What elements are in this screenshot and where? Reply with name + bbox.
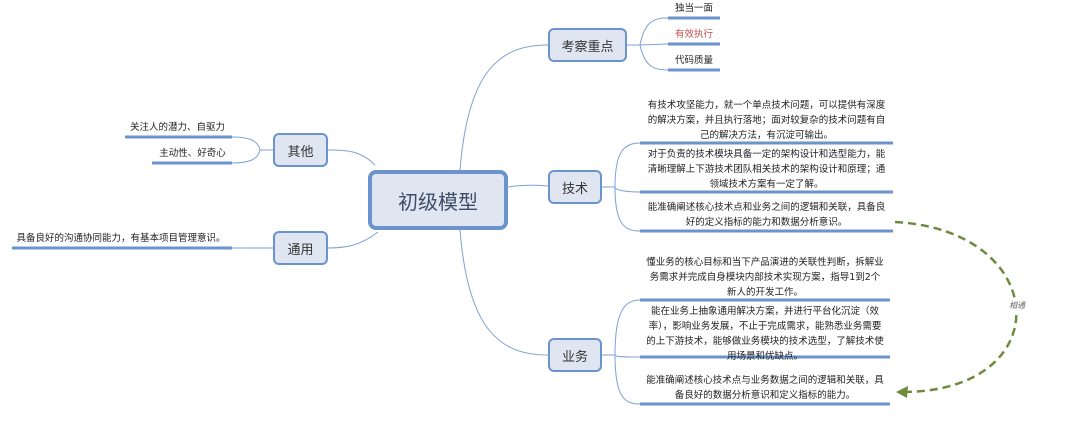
node-tech-label: 技术 [561,181,588,197]
node-general[interactable]: 通用 [273,231,328,265]
focus-item[interactable]: 代码质量 [674,55,713,66]
root-label: 初级模型 [398,189,478,214]
node-other[interactable]: 其他 [273,133,328,167]
focus-item[interactable]: 有效执行 [674,29,713,40]
general-item[interactable]: 具备良好的沟通协同能力，有基本项目管理意识。 [16,233,226,244]
node-focus[interactable]: 考察重点 [548,28,627,62]
node-business-label: 业务 [561,349,588,365]
node-general-label: 通用 [287,242,314,258]
node-business[interactable]: 业务 [548,338,602,372]
root-node[interactable]: 初级模型 [368,170,508,230]
node-other-label: 其他 [287,144,314,160]
tech-item[interactable]: 能准确阐述核心技术点和业务之间的逻辑和关联，具备良好的定义指标的能力和数据分析意… [647,202,886,228]
business-item[interactable]: 能在业务上抽象通用解决方案，并进行平台化沉淀（效率），影响业务发展，不止于完成需… [646,306,884,362]
node-focus-label: 考察重点 [561,39,614,55]
tech-item[interactable]: 有技术攻坚能力，就一个单点技术问题，可以提供有深度的解决方案，并且执行落地；面对… [647,100,886,141]
node-tech[interactable]: 技术 [548,170,602,204]
business-item[interactable]: 能准确阐述核心技术点与业务数据之间的逻辑和关联，具备良好的数据分析意识和定义指标… [646,375,884,401]
other-item[interactable]: 关注人的潜力、自驱力 [129,122,225,133]
business-item[interactable]: 懂业务的核心目标和当下产品演进的关联性判断，拆解业务需求并完成自身模块内部技术实… [646,257,884,298]
focus-item[interactable]: 独当一面 [674,3,713,14]
other-item[interactable]: 主动性、好奇心 [159,148,226,159]
relation-arrow [894,220,1018,394]
relation-label: 相通 [1009,300,1025,311]
tech-item[interactable]: 对于负责的技术模块具备一定的架构设计和选型能力，能清晰理解上下游技术团队相关技术… [647,149,886,190]
